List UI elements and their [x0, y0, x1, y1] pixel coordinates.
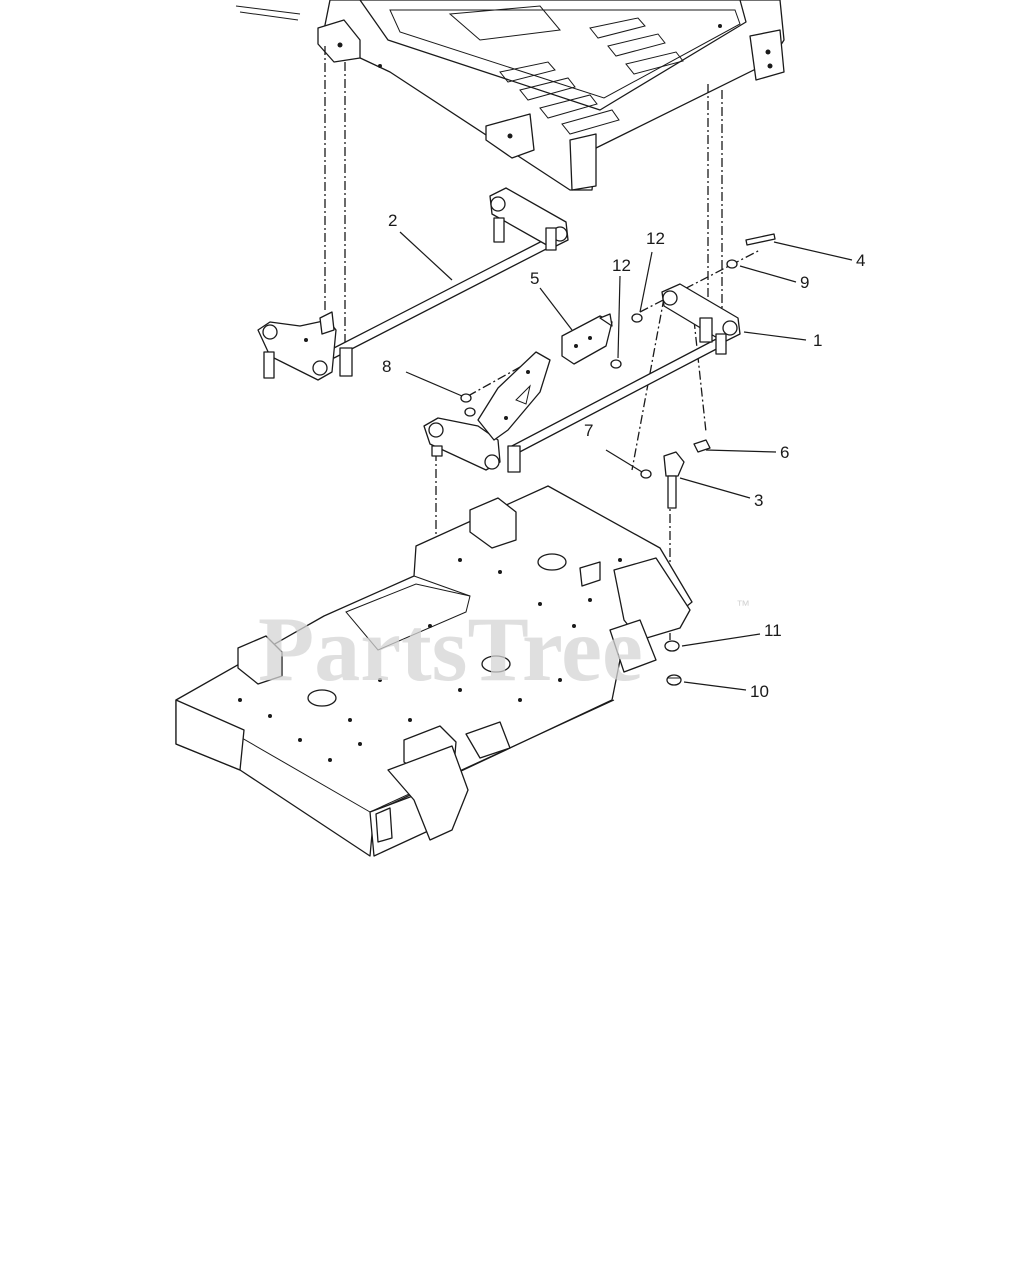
lift-arm-assembly-1 — [423, 283, 741, 473]
callout-labels: 1 2 3 4 5 6 7 8 9 10 11 12 12 — [382, 211, 865, 701]
callout-12-upper: 12 — [646, 229, 665, 248]
callout-9: 9 — [800, 273, 809, 292]
hardware — [460, 233, 776, 686]
callout-11: 11 — [764, 621, 782, 640]
callout-1: 1 — [813, 331, 822, 350]
callout-3: 3 — [754, 491, 763, 510]
callout-7: 7 — [584, 421, 593, 440]
callout-4: 4 — [856, 251, 865, 270]
upper-frame — [235, 0, 785, 191]
callout-5: 5 — [530, 269, 539, 288]
watermark-trademark: ™ — [736, 597, 750, 613]
alignment-lines — [324, 46, 761, 740]
callout-2: 2 — [388, 211, 397, 230]
callout-12-lower: 12 — [612, 256, 631, 275]
callout-10: 10 — [750, 682, 769, 701]
watermark: PartsTree ™ — [258, 597, 750, 700]
lift-arm-assembly-2 — [257, 187, 569, 381]
mower-deck-frame — [175, 485, 693, 857]
callout-8: 8 — [382, 357, 391, 376]
watermark-text: PartsTree — [258, 598, 643, 700]
callout-leaders — [399, 231, 853, 691]
callout-6: 6 — [780, 443, 789, 462]
